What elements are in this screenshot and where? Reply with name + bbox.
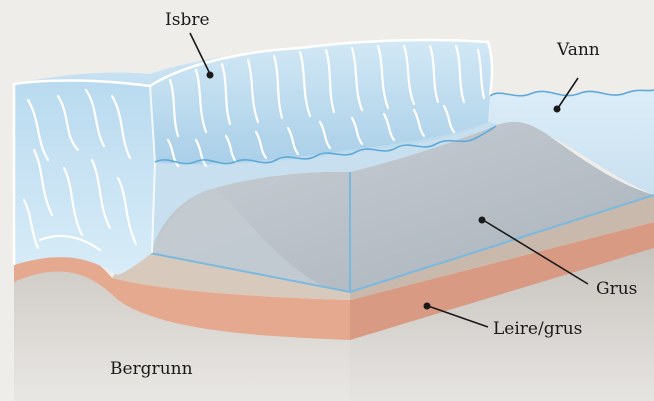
label-leire-grus: Leire/grus — [493, 321, 582, 338]
label-bergrunn: Bergrunn — [110, 361, 193, 378]
label-vann: Vann — [557, 42, 600, 59]
label-grus: Grus — [596, 281, 637, 298]
label-isbre: Isbre — [165, 12, 210, 29]
glacier-side-face — [14, 81, 155, 276]
